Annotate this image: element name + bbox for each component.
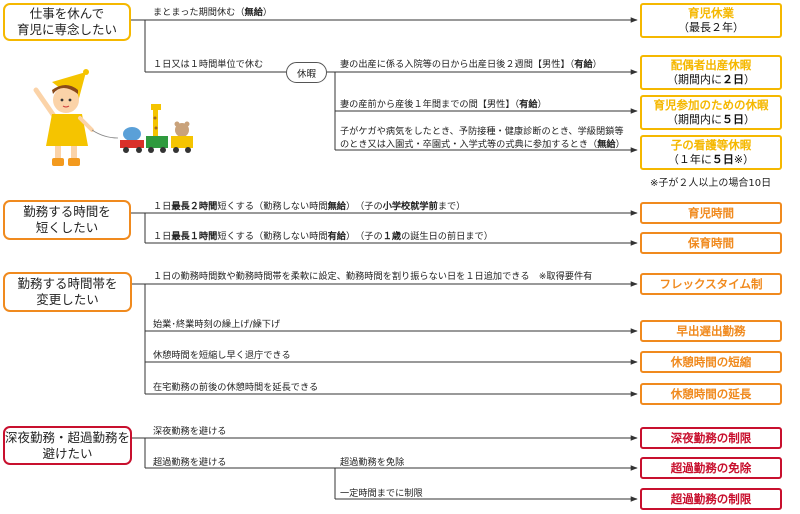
result-hayade-osode: 早出遅出勤務	[640, 320, 782, 342]
result-shinya-seigen: 深夜勤務の制限	[640, 427, 782, 449]
result-kyukei-encho: 休憩時間の延長	[640, 383, 782, 405]
result-choka-menjo: 超過勤務の免除	[640, 457, 782, 479]
label-tsuma-shussan: 妻の出産に係る入院等の日から出産日後２週間【男性】（有給）	[340, 59, 602, 70]
category-kyumu: 仕事を休んで 育児に専念したい	[3, 3, 131, 41]
label-shinya: 深夜勤務を避ける	[153, 426, 227, 437]
result-ikuji-sanka: 育児参加のための休暇（期間内に５日）	[640, 95, 782, 130]
child-with-toy-train-illustration	[33, 69, 193, 166]
result-choka-seigen: 超過勤務の制限	[640, 488, 782, 510]
label-shigyo: 始業･終業時刻の繰上げ/繰下げ	[153, 319, 281, 330]
result-haigusha-shussan: 配偶者出産休暇（期間内に２日）	[640, 55, 782, 90]
label-menjo: 超過勤務を免除	[340, 457, 405, 468]
label-zaitaku: 在宅勤務の前後の休憩時間を延長できる	[153, 382, 319, 393]
label-matomatta: まとまった期間休む（無給）	[153, 7, 273, 18]
result-ko-kango: 子の看護等休暇（１年に５日※）	[640, 135, 782, 170]
result-hoiku-jikan: 保育時間	[640, 232, 782, 254]
result-flextime: フレックスタイム制	[640, 273, 782, 295]
label-kodomo-kega-2: のとき又は入園式・卒園式・入学式等の式典に参加するとき（無給）	[340, 139, 625, 150]
footnote: ※子が２人以上の場合10日	[650, 178, 772, 189]
category-jikantai: 勤務する時間帯を 変更したい	[3, 272, 132, 312]
category-tanjikan: 勤務する時間を 短くしたい	[3, 200, 131, 240]
label-flex: １日の勤務時間数や勤務時間帯を柔軟に設定、勤務時間を割り振らない日を１日追加でき…	[153, 271, 593, 282]
label-ichinichi: １日又は１時間単位で休む	[153, 59, 264, 70]
label-choka: 超過勤務を避ける	[153, 457, 227, 468]
label-ittei: 一定時間までに制限	[340, 488, 423, 499]
result-kyukei-tanshuku: 休憩時間の短縮	[640, 351, 782, 373]
result-ikuji-kyugyo: 育児休業（最長２年）	[640, 3, 782, 38]
label-kodomo-kega-1: 子がケガや病気をしたとき、予防接種・健康診断のとき、学級閉鎖等	[340, 126, 624, 137]
label-kyukei-tanshuku: 休憩時間を短縮し早く退庁できる	[153, 350, 291, 361]
label-saicho-2: １日最長２時間短くする（勤務しない時間無給） （子の小学校就学前まで）	[153, 201, 466, 212]
label-tsuma-sanzen: 妻の産前から産後１年間までの間【男性】（有給）	[340, 99, 547, 110]
category-shinya: 深夜勤務・超過勤務を 避けたい	[3, 426, 132, 465]
label-saicho-1: １日最長１時間短くする（勤務しない時間有給） （子の１歳の誕生日の前日まで）	[153, 231, 493, 242]
kyuka-hub: 休暇	[286, 62, 327, 83]
result-ikuji-jikan: 育児時間	[640, 202, 782, 224]
